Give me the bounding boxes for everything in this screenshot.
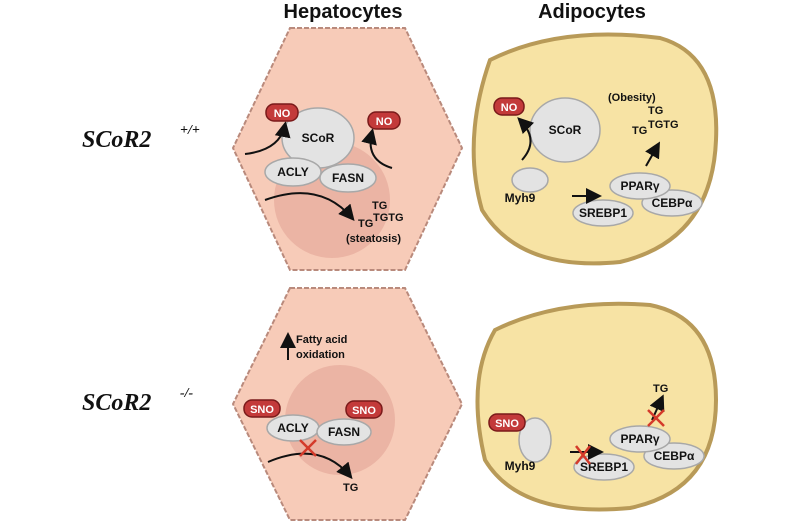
arrow [361, 128, 393, 169]
sno-badge [243, 399, 281, 418]
genotype-label: SCoR2 [82, 127, 151, 153]
ppar-label: PPARγ [620, 432, 659, 446]
inhibition-x-icon [575, 445, 591, 465]
tg-label: TG [653, 383, 668, 395]
fasn-label: FASN [332, 171, 364, 185]
wt-adipocyte: SCoR Myh9 SREBP1 CEBPα PPARγ NO (Obesity… [471, 32, 719, 266]
fasn-label: FASN [328, 425, 360, 439]
fasn-protein [319, 163, 377, 193]
inhibition-x-icon [299, 439, 317, 457]
arrow [244, 121, 291, 155]
genotype-ko: SCoR2 -/- [82, 386, 194, 416]
genotype-wt: SCoR2 +/+ [82, 123, 200, 153]
srebp1-protein [572, 199, 634, 227]
tg2-label: TG [632, 125, 647, 137]
ko-adipocyte: Myh9 SREBP1 CEBPα PPARγ SNO TG [475, 301, 719, 512]
ppar-protein [609, 425, 671, 453]
ppar-protein [609, 172, 671, 200]
scor-label: SCoR [549, 123, 582, 137]
tg3-label: TGTG [373, 212, 404, 224]
tg1-label: TG [372, 200, 387, 212]
myh9-protein [518, 417, 552, 463]
no-label: NO [501, 102, 518, 114]
tg1-label: TG [648, 105, 663, 117]
sno1-label: SNO [250, 404, 274, 416]
inhibition-x-icon [647, 409, 665, 427]
no2-label: NO [376, 116, 393, 128]
tg2-label: TG [358, 218, 373, 230]
myh9-label: Myh9 [505, 191, 536, 205]
sno-badge [345, 400, 383, 419]
myh9-protein [511, 167, 549, 193]
arrow [517, 117, 535, 161]
sno2-label: SNO [352, 405, 376, 417]
acly-protein [264, 157, 322, 187]
arrow [264, 192, 355, 222]
myh9-label: Myh9 [505, 459, 536, 473]
adipocyte-cell [471, 32, 719, 266]
steatosis-label: (steatosis) [346, 233, 401, 245]
hepatocytes-title: Hepatocytes [284, 1, 403, 23]
obesity-label: (Obesity) [608, 92, 656, 104]
fao1-label: Fatty acid [296, 334, 347, 346]
fao2-label: oxidation [296, 349, 345, 361]
fasn-protein [316, 418, 372, 446]
scor-label: SCoR [302, 131, 335, 145]
adipocytes-title: Adipocytes [538, 1, 646, 23]
ko-hepatocyte: Fatty acid oxidation ACLY FASN SNO SNO T… [231, 287, 464, 521]
no-badge [367, 111, 401, 130]
sno-label: SNO [495, 418, 519, 430]
no-badge [265, 103, 299, 122]
genotype-label: SCoR2 [82, 390, 151, 416]
arrow [645, 141, 660, 167]
sno-badge [488, 413, 526, 432]
no1-label: NO [274, 108, 291, 120]
cebp-label: CEBPα [654, 449, 695, 463]
ppar-label: PPARγ [620, 179, 659, 193]
no-badge [493, 97, 525, 116]
acly-label: ACLY [277, 165, 309, 179]
srebp1-protein [573, 453, 635, 481]
genotype-sup: +/+ [180, 123, 200, 138]
tg3-label: TGTG [648, 119, 679, 131]
genotype-sup: -/- [180, 386, 194, 401]
srebp-label: SREBP1 [580, 460, 628, 474]
tg-label: TG [343, 482, 358, 494]
srebp-label: SREBP1 [579, 206, 627, 220]
cebp-label: CEBPα [652, 196, 693, 210]
acly-label: ACLY [277, 421, 309, 435]
wt-hepatocyte: SCoR ACLY FASN NO NO TG TG TGTG (steatos… [231, 27, 464, 271]
